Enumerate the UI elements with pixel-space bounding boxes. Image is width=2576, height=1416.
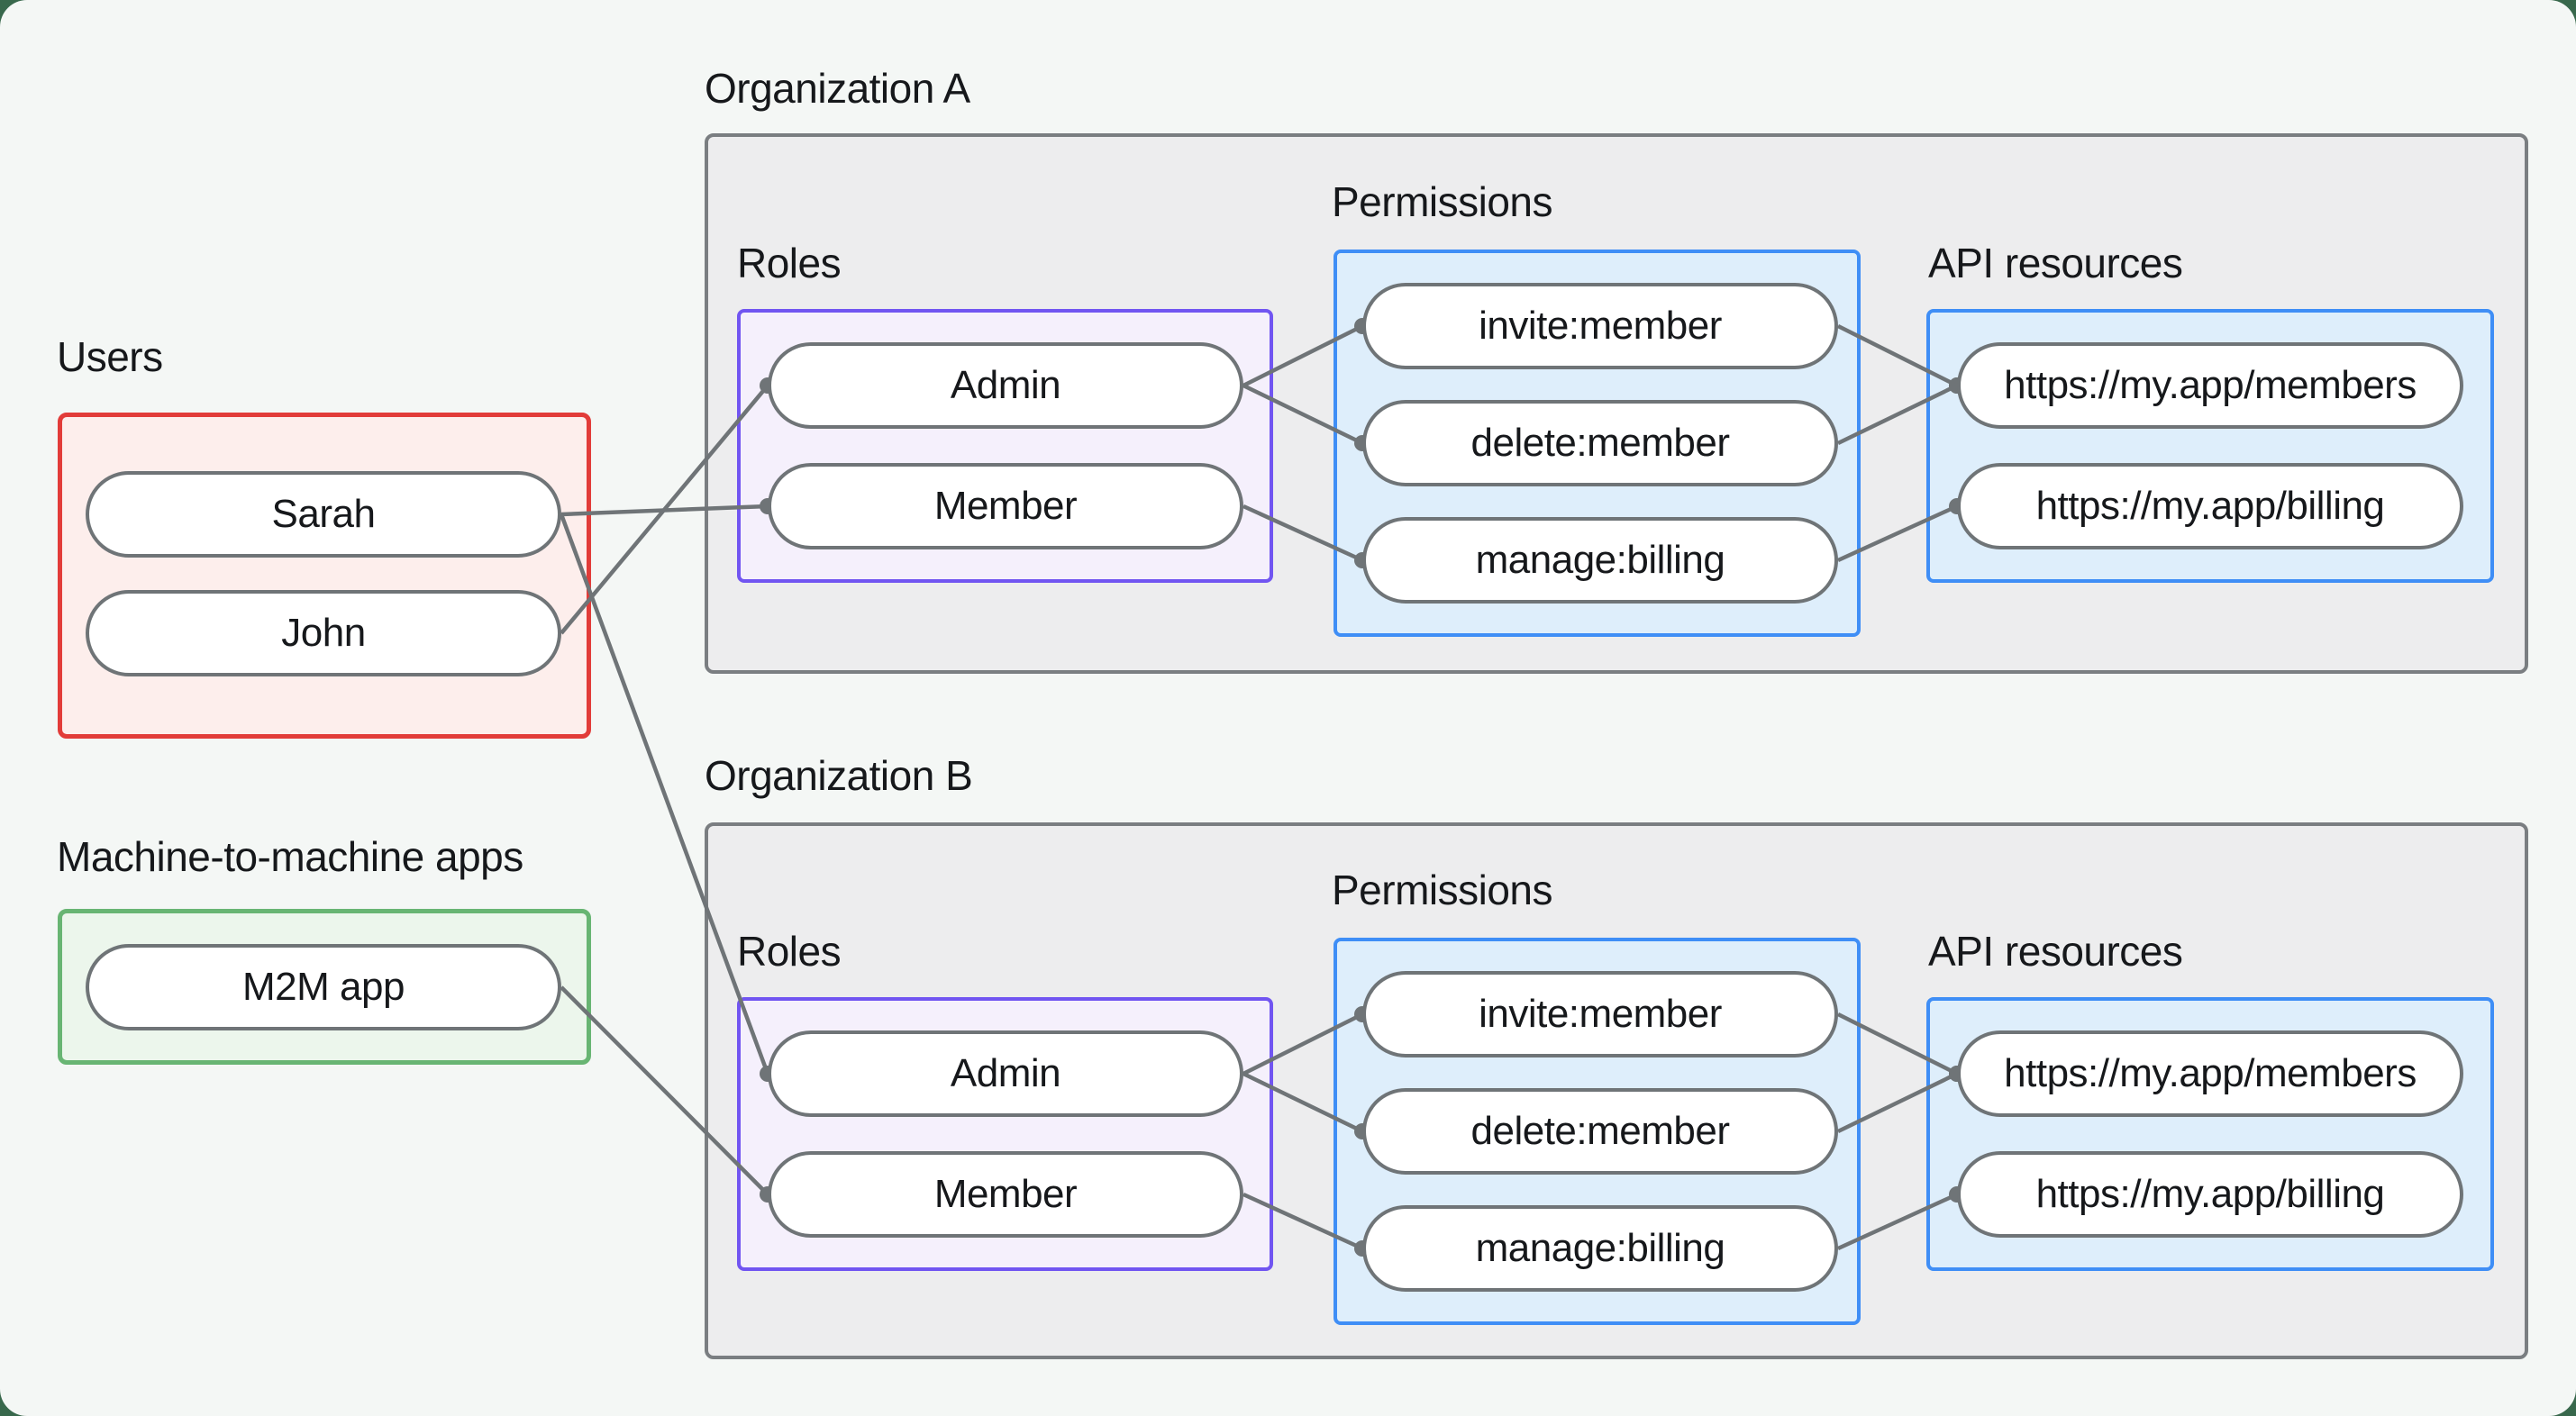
org-b-permission-invite-member-label: invite:member <box>1479 992 1722 1036</box>
org-a-permission-manage-billing-label: manage:billing <box>1475 538 1725 582</box>
org-b-api-resource-members-label: https://my.app/members <box>2004 1051 2417 1095</box>
org-a-permission-manage-billing: manage:billing <box>1362 517 1838 604</box>
user-node-john-label: John <box>281 611 366 655</box>
org-a-permission-delete-member-label: delete:member <box>1470 421 1730 465</box>
user-node-sarah-label: Sarah <box>271 492 376 536</box>
users-group-box <box>58 413 591 739</box>
org-b-api-resource-billing-label: https://my.app/billing <box>2035 1172 2385 1216</box>
users-group-label: Users <box>57 333 163 380</box>
org-b-permission-delete-member: delete:member <box>1362 1088 1838 1175</box>
org-a-api-resource-members-label: https://my.app/members <box>2004 363 2417 407</box>
org-b-role-member-label: Member <box>933 1172 1078 1216</box>
m2m-app-node: M2M app <box>86 944 561 1030</box>
org-b-role-admin-label: Admin <box>950 1051 1061 1095</box>
org-a-role-member-label: Member <box>933 484 1078 528</box>
org-b-api-resource-members: https://my.app/members <box>1957 1030 2463 1117</box>
org-b-roles-label: Roles <box>737 928 842 975</box>
org-a-api-resources-label: API resources <box>1928 240 2183 286</box>
org-b-permission-manage-billing: manage:billing <box>1362 1205 1838 1292</box>
org-b-permissions-label: Permissions <box>1332 867 1553 913</box>
org-a-role-member: Member <box>768 463 1243 549</box>
org-b-api-resource-billing: https://my.app/billing <box>1957 1151 2463 1238</box>
org-b-role-member: Member <box>768 1151 1243 1238</box>
user-node-sarah: Sarah <box>86 471 561 558</box>
org-a-role-admin: Admin <box>768 342 1243 429</box>
org-b-permission-invite-member: invite:member <box>1362 971 1838 1057</box>
m2m-group-label: Machine-to-machine apps <box>57 833 523 880</box>
org-a-permissions-label: Permissions <box>1332 178 1553 225</box>
org-a-permission-invite-member-label: invite:member <box>1479 304 1722 348</box>
org-b-permission-delete-member-label: delete:member <box>1470 1109 1730 1153</box>
org-a-role-admin-label: Admin <box>950 363 1061 407</box>
org-a-label: Organization A <box>705 65 970 112</box>
org-a-api-resource-billing: https://my.app/billing <box>1957 463 2463 549</box>
org-b-role-admin: Admin <box>768 1030 1243 1117</box>
org-a-api-resource-members: https://my.app/members <box>1957 342 2463 429</box>
org-b-permission-manage-billing-label: manage:billing <box>1475 1226 1725 1270</box>
user-node-john: John <box>86 590 561 676</box>
org-b-label: Organization B <box>705 752 973 799</box>
org-a-permission-invite-member: invite:member <box>1362 283 1838 369</box>
org-a-roles-label: Roles <box>737 240 842 286</box>
org-a-permission-delete-member: delete:member <box>1362 400 1838 486</box>
org-b-api-resources-label: API resources <box>1928 928 2183 975</box>
org-a-api-resource-billing-label: https://my.app/billing <box>2035 484 2385 528</box>
m2m-app-node-label: M2M app <box>242 965 405 1009</box>
